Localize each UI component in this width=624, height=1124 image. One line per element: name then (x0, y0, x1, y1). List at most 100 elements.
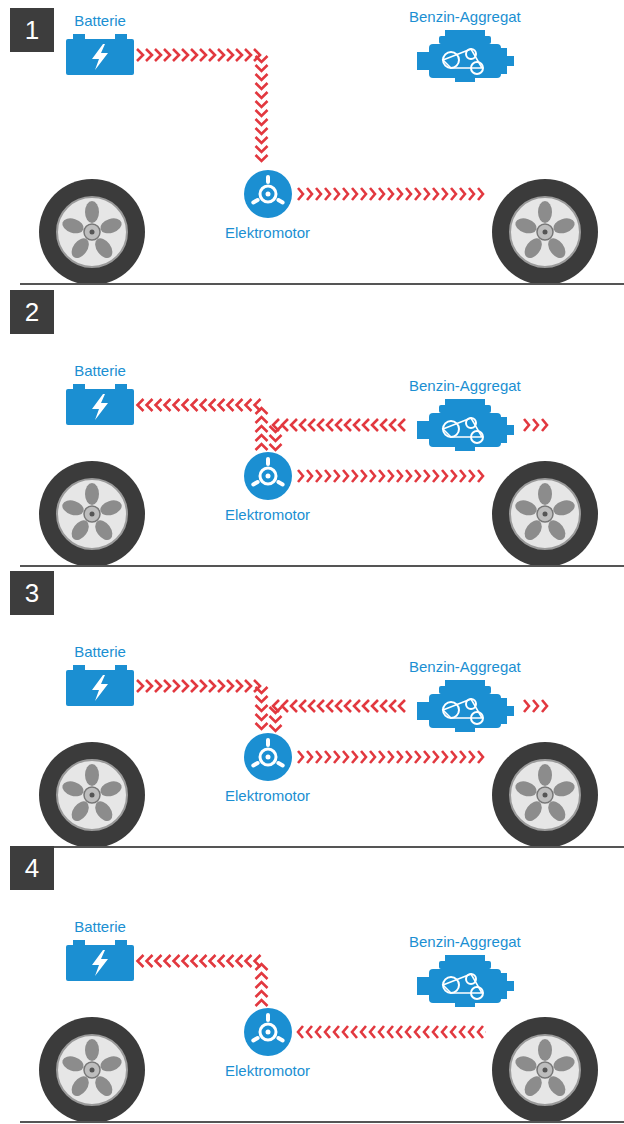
flow-chevron (256, 982, 268, 988)
flow-chevron (256, 687, 268, 693)
component-label: Batterie (72, 362, 128, 380)
flow-chevron (282, 700, 288, 712)
battery-node: Batterie (65, 362, 135, 426)
wheel (39, 179, 145, 285)
flow-chevron (191, 680, 197, 692)
flow-chevron (318, 700, 324, 712)
flow-chevron (255, 399, 261, 411)
flow-chevron (270, 444, 282, 450)
flow-chevron (372, 700, 378, 712)
component-label: Benzin-Aggregat (407, 8, 523, 26)
flow-chevron (354, 419, 360, 431)
motor-icon (244, 452, 292, 500)
motor-node: Elektromotor (223, 170, 312, 242)
flow-chevron (228, 399, 234, 411)
flow-chevron (318, 419, 324, 431)
flow-chevron (237, 399, 243, 411)
step-number: 4 (25, 853, 39, 883)
component-label: Benzin-Aggregat (407, 933, 523, 951)
ground-line (20, 565, 624, 567)
flow-chevron (282, 419, 288, 431)
motor-node: Elektromotor (223, 733, 312, 805)
flow-chevron (164, 49, 170, 61)
power-flow-arrow (522, 698, 549, 714)
step-number: 1 (25, 15, 39, 45)
flow-chevron (165, 955, 171, 967)
engine-node: Benzin-Aggregat (407, 377, 523, 451)
component-label: Batterie (72, 643, 128, 661)
flow-chevron (270, 426, 282, 432)
flow-chevron (237, 955, 243, 967)
flow-chevron (219, 955, 225, 967)
flow-chevron (155, 49, 161, 61)
component-label: Elektromotor (223, 506, 312, 524)
flow-chevron (256, 973, 268, 979)
flow-chevron (256, 119, 268, 125)
flow-chevron (256, 128, 268, 134)
step-number: 2 (25, 297, 39, 327)
flow-chevron (256, 435, 268, 441)
step-number-box: 2 (10, 290, 54, 334)
flow-chevron (147, 955, 153, 967)
flow-chevron (270, 716, 282, 722)
flow-chevron (138, 399, 144, 411)
flow-chevron (191, 49, 197, 61)
ground-line (20, 283, 624, 285)
flow-chevron (256, 92, 268, 98)
flow-chevron (270, 435, 282, 441)
flow-chevron (246, 399, 252, 411)
flow-chevron (381, 419, 387, 431)
flow-chevron (256, 991, 268, 997)
flow-chevron (137, 49, 143, 61)
flow-chevron (146, 680, 152, 692)
recuperation-arrow (296, 1024, 486, 1040)
flow-chevron (300, 419, 306, 431)
flow-chevron (182, 49, 188, 61)
flow-chevron (173, 49, 179, 61)
flow-chevron (228, 955, 234, 967)
flow-chevron (372, 419, 378, 431)
motor-node: Elektromotor (223, 452, 312, 524)
flow-chevron (300, 700, 306, 712)
component-label: Elektromotor (223, 1062, 312, 1080)
energy-flow-connector (137, 680, 268, 729)
flow-chevron (256, 417, 268, 423)
flow-chevron (256, 723, 268, 729)
engine-node: Benzin-Aggregat (407, 933, 523, 1007)
step-number-box: 1 (10, 8, 54, 52)
flow-chevron (256, 137, 268, 143)
wheel (39, 1017, 145, 1123)
flow-chevron (219, 399, 225, 411)
flow-chevron (327, 700, 333, 712)
flow-chevron (156, 955, 162, 967)
flow-chevron (256, 155, 268, 161)
flow-chevron (336, 700, 342, 712)
battery-node: Batterie (65, 12, 135, 76)
flow-chevron (218, 49, 224, 61)
flow-chevron (173, 680, 179, 692)
flow-chevron (218, 680, 224, 692)
wheel (492, 179, 598, 285)
engine-node: Benzin-Aggregat (407, 8, 523, 82)
battery-node: Batterie (65, 643, 135, 707)
ground-line (20, 1121, 624, 1123)
flow-chevron (164, 680, 170, 692)
flow-chevron (200, 49, 206, 61)
flow-chevron (256, 444, 268, 450)
component-label: Benzin-Aggregat (407, 658, 523, 676)
power-flow-arrow (296, 186, 486, 202)
flow-chevron (354, 700, 360, 712)
wheel (492, 742, 598, 848)
flow-chevron (137, 680, 143, 692)
flow-chevron (345, 419, 351, 431)
flow-chevron (255, 955, 261, 967)
motor-icon (244, 733, 292, 781)
flow-chevron (227, 680, 233, 692)
panel-2-illustration (20, 417, 624, 567)
flow-chevron (256, 56, 268, 62)
energy-flow-connector (270, 419, 406, 450)
panel-1-illustration (20, 179, 624, 285)
flow-chevron (156, 399, 162, 411)
motor-icon (244, 1008, 292, 1056)
flow-chevron (245, 49, 251, 61)
